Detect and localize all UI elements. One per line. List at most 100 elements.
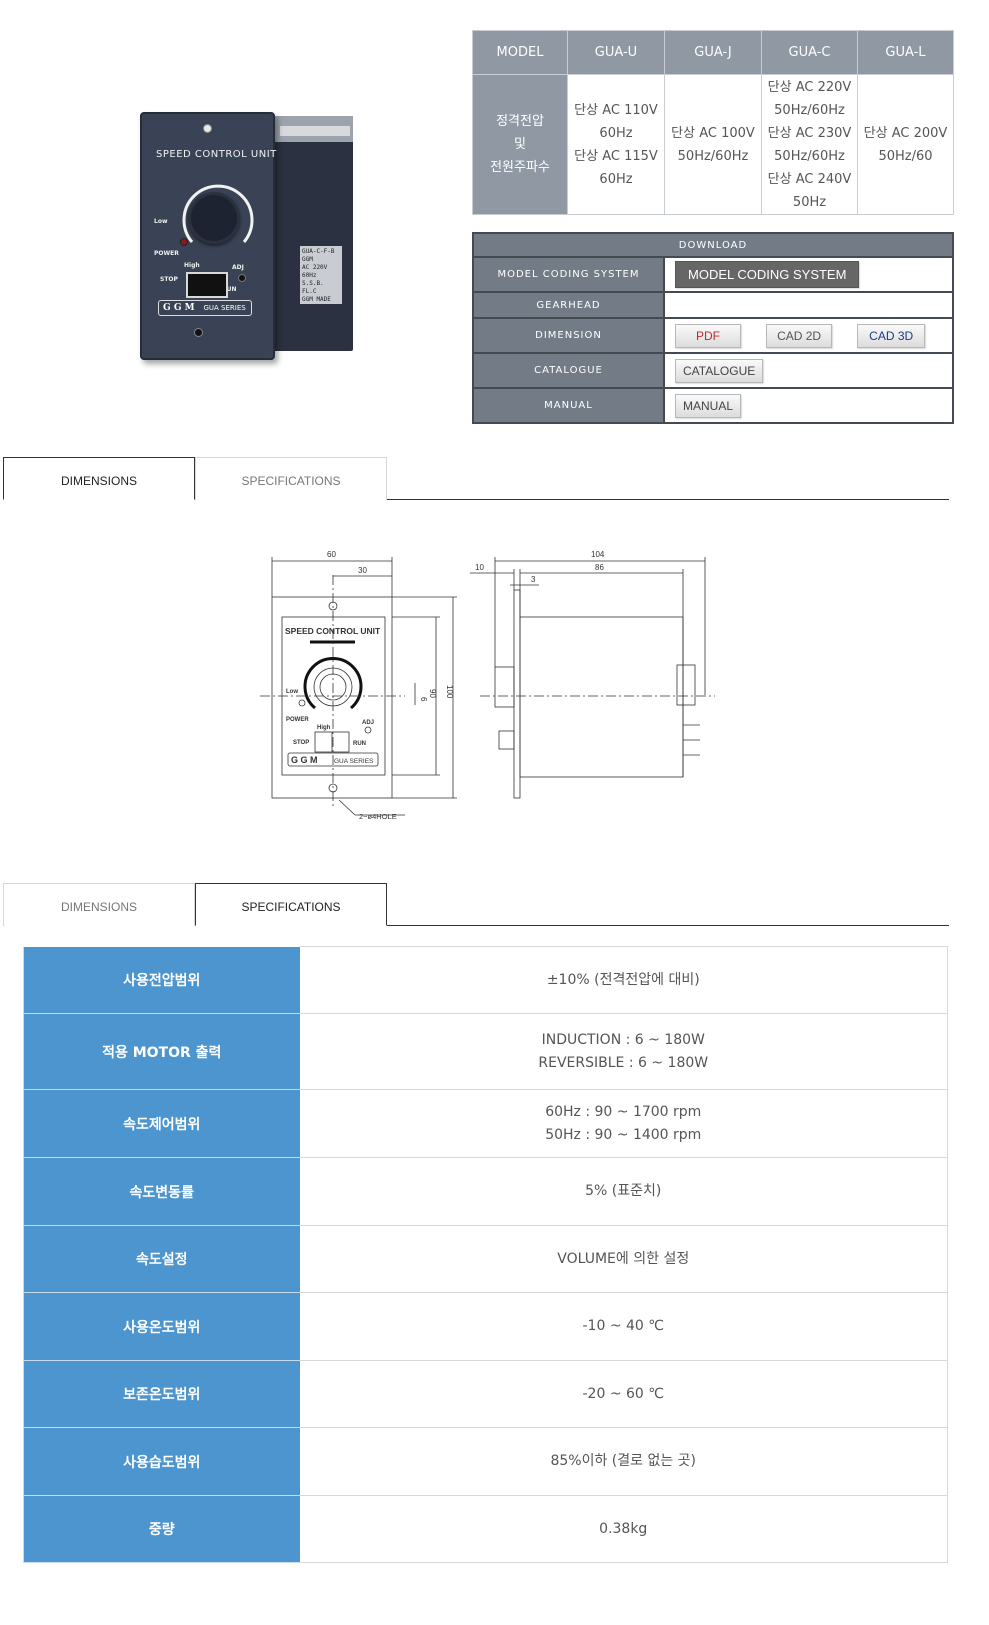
model-header: GUA-C bbox=[761, 30, 858, 75]
hole-leader bbox=[338, 799, 356, 816]
spec-value: -10 ~ 40 ℃ bbox=[299, 1292, 948, 1361]
power-led-icon bbox=[298, 699, 306, 707]
photo-adj-label: ADJ bbox=[232, 264, 244, 271]
download-cell-manual: MANUAL bbox=[663, 387, 954, 424]
photo-body-top-strip bbox=[280, 126, 350, 136]
drawing-power: POWER bbox=[286, 717, 309, 723]
spec-value: ±10% (전격전압에 대비) bbox=[299, 946, 948, 1014]
side-label-line: GGM bbox=[302, 256, 313, 263]
cell-line: 단상 AC 200V bbox=[863, 125, 948, 141]
dial-scale-icon bbox=[182, 184, 254, 243]
photo-brand: G G M bbox=[163, 303, 195, 313]
photo-high-label: High bbox=[184, 262, 200, 269]
cad-3d-download-button[interactable]: CAD 3D bbox=[857, 323, 926, 348]
download-cell-model-coding: MODEL CODING SYSTEM bbox=[663, 256, 954, 293]
screw-icon bbox=[194, 328, 203, 337]
cell-line: 단상 AC 100V bbox=[671, 125, 755, 141]
spec-label: 사용전압범위 bbox=[23, 946, 300, 1014]
dim-60: 60 bbox=[327, 550, 336, 559]
side-label-line: AC 220V 60Hz bbox=[302, 264, 328, 279]
drawing-high: High bbox=[317, 725, 331, 731]
spec-value-line: -10 ~ 40 ℃ bbox=[582, 1318, 664, 1334]
spec-label: 속도설정 bbox=[23, 1225, 300, 1293]
photo-run-label: RUN bbox=[222, 286, 237, 293]
row-label-line: 정격전압 bbox=[496, 114, 544, 129]
specifications-table: 사용전압범위 ±10% (전격전압에 대비) 적용 MOTOR 출력 INDUC… bbox=[23, 946, 948, 1563]
drawing-run: RUN bbox=[353, 741, 366, 747]
spec-value-line: REVERSIBLE : 6 ~ 180W bbox=[538, 1054, 709, 1071]
spec-row: 적용 MOTOR 출력 INDUCTION : 6 ~ 180W REVERSI… bbox=[23, 1013, 948, 1090]
cell-line: 50Hz/60Hz bbox=[677, 148, 749, 164]
download-label-gearhead: GEARHEAD bbox=[472, 291, 665, 319]
tab-dimensions[interactable]: DIMENSIONS bbox=[3, 883, 195, 926]
spec-row: 속도설정 VOLUME에 의한 설정 bbox=[23, 1225, 948, 1293]
manual-download-button[interactable]: MANUAL bbox=[675, 393, 742, 418]
download-cell-catalogue: CATALOGUE bbox=[663, 352, 954, 389]
spec-row: 중량 0.38kg bbox=[23, 1495, 948, 1563]
model-table: MODEL GUA-U GUA-J GUA-C GUA-L 정격전압 및 전원주… bbox=[472, 30, 954, 215]
cad-2d-download-button[interactable]: CAD 2D bbox=[766, 323, 833, 348]
dim-100: 100 bbox=[445, 685, 454, 699]
spec-value-line: 5% (표준치) bbox=[585, 1183, 662, 1199]
download-label-dimension: DIMENSION bbox=[472, 317, 665, 354]
photo-power-label: POWER bbox=[154, 250, 179, 257]
spec-label: 보존온도범위 bbox=[23, 1360, 300, 1428]
drawing-title: SPEED CONTROL UNIT bbox=[285, 626, 381, 636]
screw-icon bbox=[203, 124, 212, 133]
spec-label: 중량 bbox=[23, 1495, 300, 1563]
model-header: MODEL bbox=[472, 30, 568, 75]
spec-value: 0.38kg bbox=[299, 1495, 948, 1563]
side-body-outline bbox=[519, 616, 684, 778]
spec-value-line: VOLUME에 의한 설정 bbox=[557, 1250, 690, 1267]
tab-specifications[interactable]: SPECIFICATIONS bbox=[195, 883, 387, 926]
spec-value: 60Hz : 90 ~ 1700 rpm 50Hz : 90 ~ 1400 rp… bbox=[299, 1089, 948, 1158]
spec-value: 85%이하 (결로 없는 곳) bbox=[299, 1427, 948, 1496]
spec-value-line: INDUCTION : 6 ~ 180W bbox=[541, 1031, 705, 1048]
row-label-line: 및 bbox=[514, 137, 526, 152]
spec-label: 사용온도범위 bbox=[23, 1292, 300, 1361]
tab-dimensions[interactable]: DIMENSIONS bbox=[3, 457, 195, 500]
pdf-download-button[interactable]: PDF bbox=[675, 323, 741, 348]
spec-row: 사용온도범위 -10 ~ 40 ℃ bbox=[23, 1292, 948, 1361]
download-cell-dimension: PDF CAD 2D CAD 3D bbox=[663, 317, 954, 354]
run-stop-switch-icon bbox=[186, 272, 228, 298]
model-coding-system-button[interactable]: MODEL CODING SYSTEM bbox=[675, 261, 860, 288]
spec-label: 속도변동률 bbox=[23, 1157, 300, 1226]
drawing-series: GUA SERIES bbox=[334, 758, 374, 765]
dim-90: 90 bbox=[428, 689, 437, 698]
tabs-top: DIMENSIONS SPECIFICATIONS bbox=[3, 457, 949, 500]
cell-line: 단상 AC 240V bbox=[767, 171, 852, 187]
side-label-line: GGM MADE IN KOREA bbox=[302, 296, 331, 303]
cell-line: 50Hz/60Hz bbox=[774, 148, 845, 164]
product-photo: GUA-C-F-B GGM AC 220V 60Hz S.S.B. FL.C G… bbox=[130, 108, 365, 368]
spec-label: 속도제어범위 bbox=[23, 1089, 300, 1158]
download-label-catalogue: CATALOGUE bbox=[472, 352, 665, 389]
adj-screw-icon bbox=[238, 274, 246, 282]
cell-line: 단상 AC 230V bbox=[767, 125, 852, 141]
dimension-drawing: 60 30 6 90 100 SPEED CONTROL UNIT Low Hi… bbox=[260, 550, 715, 821]
dim-104: 104 bbox=[591, 550, 605, 559]
side-terminal-outline bbox=[676, 664, 696, 706]
voltage-row-label: 정격전압 및 전원주파수 bbox=[472, 74, 568, 215]
dial-scale-icon bbox=[303, 657, 363, 710]
model-table-row: 정격전압 및 전원주파수 단상 AC 110V 60Hz 단상 AC 115V … bbox=[472, 74, 954, 215]
catalogue-download-button[interactable]: CATALOGUE bbox=[675, 358, 764, 383]
cell-line: 50Hz/60 bbox=[878, 148, 933, 164]
side-label-line: S.S.B. FL.C bbox=[302, 280, 324, 295]
download-label-model-coding: MODEL CODING SYSTEM bbox=[472, 256, 665, 293]
spec-value: 5% (표준치) bbox=[299, 1157, 948, 1226]
drawing-adj: ADJ bbox=[362, 720, 374, 726]
photo-body bbox=[273, 116, 353, 351]
dim-86: 86 bbox=[595, 563, 604, 572]
dim-10: 10 bbox=[475, 563, 484, 572]
brand-plate-outline bbox=[287, 752, 379, 767]
spec-label: 사용습도범위 bbox=[23, 1427, 300, 1496]
side-flange-outline bbox=[513, 589, 521, 799]
voltage-cell: 단상 AC 100V 50Hz/60Hz bbox=[664, 74, 762, 215]
cell-line: 50Hz bbox=[792, 194, 827, 210]
tab-specifications[interactable]: SPECIFICATIONS bbox=[195, 457, 387, 500]
power-led-icon bbox=[180, 238, 188, 246]
row-label-line: 전원주파수 bbox=[490, 160, 550, 175]
spec-value-line: 0.38kg bbox=[599, 1520, 648, 1537]
photo-side-label: GUA-C-F-B GGM AC 220V 60Hz S.S.B. FL.C G… bbox=[300, 246, 342, 304]
